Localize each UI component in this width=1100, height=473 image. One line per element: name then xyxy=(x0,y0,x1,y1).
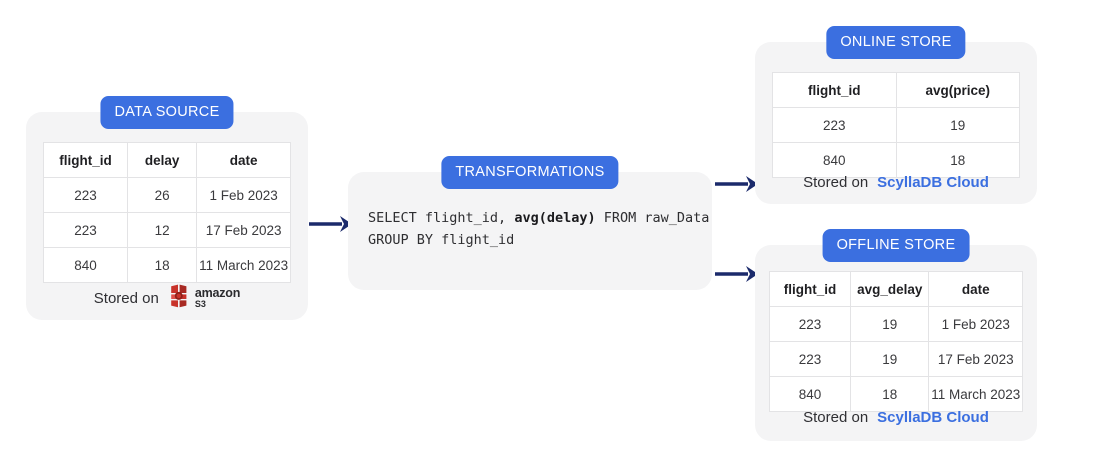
sql-line1-bold: avg(delay) xyxy=(514,210,596,226)
column-header: flight_id xyxy=(769,271,851,307)
stored-on-label: Stored on xyxy=(93,289,159,307)
data-source-table: flight_id delay date 223 26 1 Feb 2023 2… xyxy=(43,142,291,283)
cell: 1 Feb 2023 xyxy=(196,177,291,213)
online-store-badge: ONLINE STORE xyxy=(826,26,966,59)
cell: 11 March 2023 xyxy=(196,247,291,283)
column-header: date xyxy=(928,271,1023,307)
cell: 17 Feb 2023 xyxy=(196,212,291,248)
table-header-row: flight_id delay date xyxy=(43,142,291,178)
arrow-transform-to-offline xyxy=(714,262,760,286)
sql-line1-pre: SELECT flight_id, xyxy=(368,210,515,226)
data-source-footer: Stored on amazon S3 xyxy=(26,284,308,312)
table-row: 223 19 1 Feb 2023 xyxy=(769,306,1023,342)
cell: 19 xyxy=(849,306,930,342)
data-source-badge: DATA SOURCE xyxy=(100,96,234,129)
cell: 840 xyxy=(769,376,851,412)
cell: 18 xyxy=(849,376,930,412)
sql-line1-post: FROM raw_Data xyxy=(595,210,710,226)
online-store-card: ONLINE STORE flight_id avg(price) 223 19… xyxy=(755,26,1037,204)
s3-logo-line1: amazon xyxy=(194,285,241,300)
table-row: 840 18 xyxy=(772,142,1020,178)
online-store-table: flight_id avg(price) 223 19 840 18 xyxy=(772,72,1020,178)
cell: 1 Feb 2023 xyxy=(928,306,1023,342)
cell: 26 xyxy=(126,177,198,213)
table-row: 840 18 11 March 2023 xyxy=(43,247,291,283)
cell: 223 xyxy=(43,177,128,213)
table-row: 223 19 xyxy=(772,107,1020,143)
online-store-footer: Stored on ScyllaDB Cloud xyxy=(755,174,1037,191)
cell: 840 xyxy=(43,247,128,283)
data-source-card: DATA SOURCE flight_id delay date 223 26 … xyxy=(26,96,308,320)
cell: 840 xyxy=(772,142,897,178)
column-header: date xyxy=(196,142,291,178)
offline-store-table: flight_id avg_delay date 223 19 1 Feb 20… xyxy=(769,271,1023,412)
table-header-row: flight_id avg(price) xyxy=(772,72,1020,108)
column-header: delay xyxy=(126,142,198,178)
table-row: 223 19 17 Feb 2023 xyxy=(769,341,1023,377)
cell: 19 xyxy=(895,107,1020,143)
column-header: flight_id xyxy=(772,72,897,108)
cell: 19 xyxy=(849,341,930,377)
column-header: flight_id xyxy=(43,142,128,178)
cell: 11 March 2023 xyxy=(928,376,1023,412)
column-header: avg(price) xyxy=(895,72,1020,108)
offline-store-footer: Stored on ScyllaDB Cloud xyxy=(755,409,1037,426)
table-row: 840 18 11 March 2023 xyxy=(769,376,1023,412)
table-row: 223 26 1 Feb 2023 xyxy=(43,177,291,213)
cell: 223 xyxy=(769,341,851,377)
table-header-row: flight_id avg_delay date xyxy=(769,271,1023,307)
offline-store-badge: OFFLINE STORE xyxy=(822,229,970,262)
cell: 18 xyxy=(126,247,198,283)
s3-bucket-icon xyxy=(168,284,190,312)
stored-on-label: Stored on xyxy=(803,174,869,191)
s3-logo-line2: S3 xyxy=(194,299,206,310)
cell: 223 xyxy=(772,107,897,143)
cell: 12 xyxy=(126,212,198,248)
transformations-sql: SELECT flight_id, avg(delay) FROM raw_Da… xyxy=(368,207,709,251)
cell: 223 xyxy=(769,306,851,342)
scylladb-cloud-brand: ScyllaDB Cloud xyxy=(877,174,989,191)
table-row: 223 12 17 Feb 2023 xyxy=(43,212,291,248)
stored-on-label: Stored on xyxy=(803,409,869,426)
arrow-transform-to-online xyxy=(714,172,760,196)
transformations-card: TRANSFORMATIONS SELECT flight_id, avg(de… xyxy=(348,156,712,290)
offline-store-card: OFFLINE STORE flight_id avg_delay date 2… xyxy=(755,229,1037,441)
cell: 18 xyxy=(895,142,1020,178)
amazon-s3-logo: amazon S3 xyxy=(168,284,240,312)
transformations-badge: TRANSFORMATIONS xyxy=(441,156,619,189)
scylladb-cloud-brand: ScyllaDB Cloud xyxy=(877,409,989,426)
cell: 223 xyxy=(43,212,128,248)
arrow-source-to-transform xyxy=(308,212,354,236)
cell: 17 Feb 2023 xyxy=(928,341,1023,377)
column-header: avg_delay xyxy=(849,271,930,307)
sql-line2: GROUP BY flight_id xyxy=(368,232,515,248)
